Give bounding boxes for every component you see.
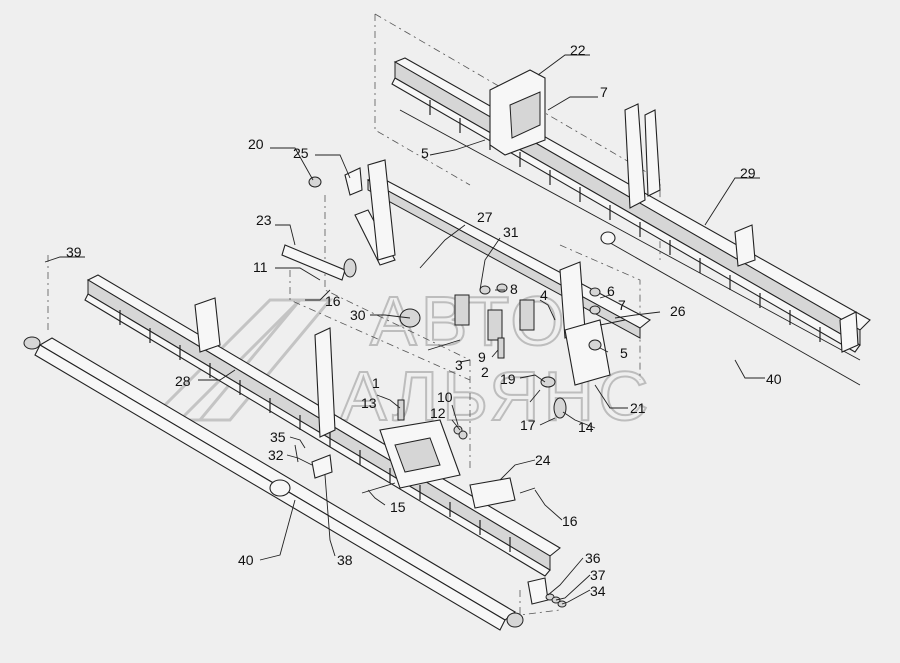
callout-6: 6 xyxy=(607,283,615,299)
callout-labels: 22 7 5 29 20 25 23 27 31 39 11 16 8 4 6 … xyxy=(66,42,782,599)
callout-13: 13 xyxy=(361,395,377,411)
callout-19: 19 xyxy=(500,371,516,387)
callout-40b: 40 xyxy=(238,552,254,568)
rear-roller xyxy=(600,231,861,386)
callout-3: 3 xyxy=(455,357,463,373)
callout-40: 40 xyxy=(766,371,782,387)
callout-10: 10 xyxy=(437,389,453,405)
callout-4: 4 xyxy=(540,287,548,303)
callout-8: 8 xyxy=(510,281,518,297)
callout-28: 28 xyxy=(175,373,191,389)
callout-39: 39 xyxy=(66,244,82,260)
callout-27: 27 xyxy=(477,209,493,225)
callout-38: 38 xyxy=(337,552,353,568)
callout-21: 21 xyxy=(630,400,646,416)
callout-16b: 16 xyxy=(562,513,578,529)
callout-26: 26 xyxy=(670,303,686,319)
callout-24: 24 xyxy=(535,452,551,468)
callout-29: 29 xyxy=(740,165,756,181)
callout-35: 35 xyxy=(270,429,286,445)
callout-23: 23 xyxy=(256,212,272,228)
callout-5: 5 xyxy=(421,145,429,161)
callout-22: 22 xyxy=(570,42,586,58)
callout-32: 32 xyxy=(268,447,284,463)
callout-25: 25 xyxy=(293,145,309,161)
callout-31: 31 xyxy=(503,224,519,240)
callout-12: 12 xyxy=(430,405,446,421)
callout-34: 34 xyxy=(590,583,606,599)
callout-37: 37 xyxy=(590,567,606,583)
callout-14: 14 xyxy=(578,419,594,435)
callout-16: 16 xyxy=(325,293,341,309)
callout-20: 20 xyxy=(248,136,264,152)
callout-15: 15 xyxy=(390,499,406,515)
callout-2: 2 xyxy=(481,364,489,380)
rear-frame-beam xyxy=(391,57,871,361)
callout-36: 36 xyxy=(585,550,601,566)
callout-17: 17 xyxy=(520,417,536,433)
callout-11: 11 xyxy=(253,259,268,275)
front-frame-beam xyxy=(84,274,561,577)
front-roller xyxy=(23,336,524,631)
callout-7: 7 xyxy=(600,84,608,100)
callout-5b: 5 xyxy=(620,345,628,361)
callout-7b: 7 xyxy=(618,297,626,313)
callout-9: 9 xyxy=(478,349,486,365)
middle-frame xyxy=(354,159,651,386)
callout-30: 30 xyxy=(350,307,366,323)
callout-leaders xyxy=(44,54,765,605)
callout-1: 1 xyxy=(372,375,380,391)
assembly-dashed-outlines xyxy=(47,13,661,616)
